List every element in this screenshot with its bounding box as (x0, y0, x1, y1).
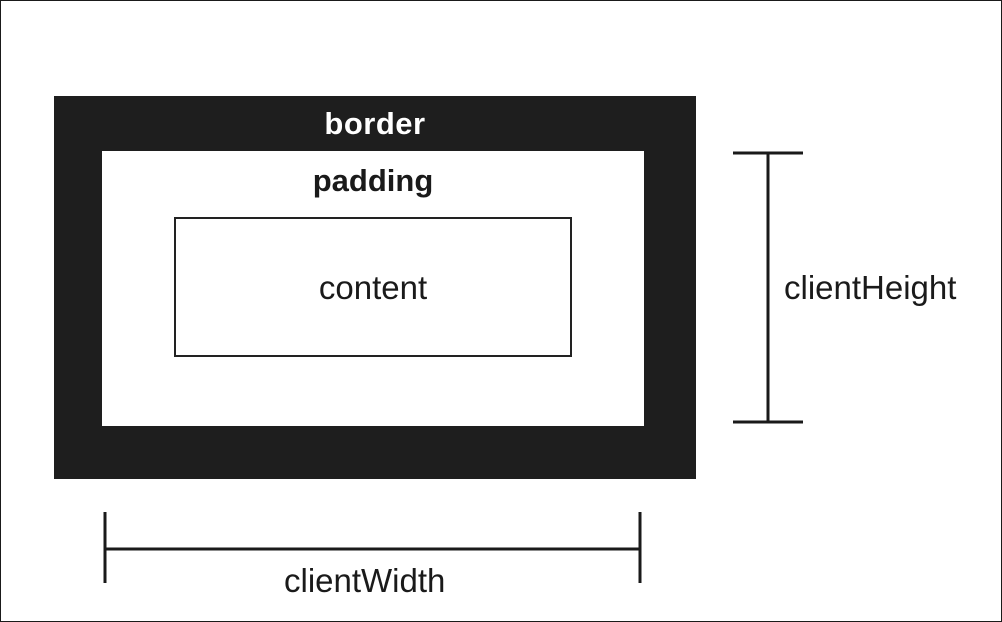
border-label: border (324, 106, 426, 141)
border-region: border padding content (54, 96, 696, 479)
client-height-label: clientHeight (784, 269, 957, 306)
client-width-label: clientWidth (284, 562, 446, 599)
content-region: content (174, 217, 572, 357)
content-label: content (318, 269, 428, 306)
padding-label: padding (312, 163, 434, 198)
padding-region: padding content (102, 151, 644, 426)
